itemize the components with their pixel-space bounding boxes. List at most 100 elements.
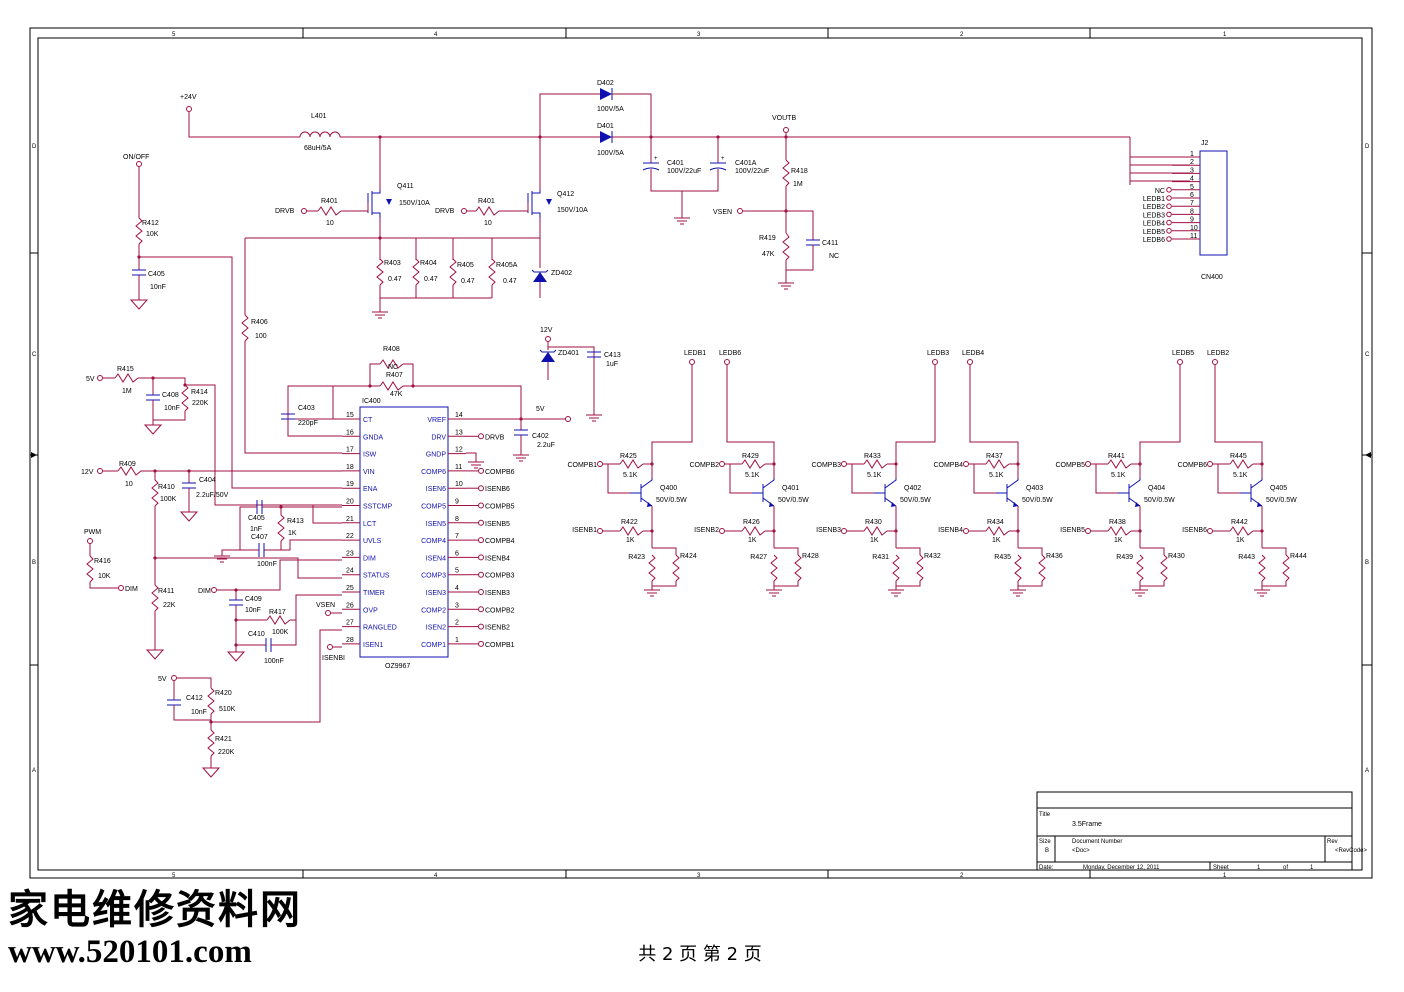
ic-pin-number: 28: [346, 637, 354, 644]
connector-pin-number: 2: [1190, 159, 1194, 166]
supply-24v-label: +24V: [180, 94, 197, 101]
ic-pin-number: 23: [346, 550, 354, 557]
resistor-r433: [863, 459, 888, 469]
c402-value: 2.2uF: [537, 442, 555, 449]
rev-value: <RevCode>: [1335, 848, 1368, 854]
r408-ref: R408: [383, 346, 400, 353]
row-marker-right: B: [1365, 560, 1369, 566]
led-net-label: LEDB1: [684, 350, 706, 357]
c401-ref: C401: [667, 160, 684, 167]
resistor-r443: [1258, 554, 1266, 582]
ic-pin-number: 25: [346, 585, 354, 592]
ground-symbol: [468, 461, 484, 469]
r415-value: 1M: [122, 388, 132, 395]
connector-pin-number: 8: [1190, 208, 1194, 215]
v12-label-2: 12V: [81, 469, 94, 476]
site-url: www.520101.com: [8, 934, 252, 970]
ic-pin-name: LCT: [363, 521, 377, 528]
connector-net-label: LEDB6: [1143, 237, 1165, 244]
resistor-r439: [1136, 554, 1144, 582]
r401b-value: 10: [484, 220, 492, 227]
dim-label-1: DIM: [125, 586, 138, 593]
mosfet-q412: [527, 190, 552, 218]
r410-ref: R410: [158, 484, 175, 491]
comp-net-label: COMPB4: [933, 462, 963, 469]
ic-pin-number: 7: [455, 533, 459, 540]
ground-symbol: [145, 649, 165, 660]
rb-ref: R430: [865, 519, 882, 526]
d402-value: 100V/5A: [597, 106, 624, 113]
ic-pin-name: ISEN4: [426, 555, 446, 562]
resistor-r410: [151, 479, 159, 507]
connector-net-label: LEDB1: [1143, 196, 1165, 203]
led-channel-1: LEDB1COMPB1R4255.1KQ40050V/0.5WISENB1R42…: [567, 350, 706, 597]
ic-pin-name: VIN: [363, 469, 375, 476]
ground-symbol: [143, 424, 163, 435]
ic-net-label: COMPB3: [485, 573, 515, 580]
zd401-ref: ZD401: [558, 350, 579, 357]
r421-ref: R421: [215, 736, 232, 743]
resistor-r413: [277, 514, 285, 542]
ic-pin-name: ISEN2: [426, 625, 446, 632]
c405b-value: 1nF: [250, 526, 262, 533]
resistor-r423: [648, 554, 656, 582]
diode-d401: [600, 131, 613, 143]
resistor-r409: [117, 466, 142, 476]
row-marker-left: C: [32, 352, 37, 358]
ic-pin-number: 10: [455, 481, 463, 488]
transistor-ref: Q401: [782, 485, 799, 492]
r409-ref: R409: [119, 461, 136, 468]
connector-pin-number: 3: [1190, 167, 1194, 174]
ic-net-label: COMPB5: [485, 504, 515, 511]
rc-ref: R441: [1108, 453, 1125, 460]
column-marker-top: 5: [172, 32, 176, 38]
q412-ref: Q412: [557, 191, 574, 198]
c408-ref: C408: [162, 392, 179, 399]
r414-value: 220K: [192, 400, 209, 407]
doc-number-value: <Doc>: [1072, 848, 1090, 854]
transistor-value: 50V/0.5W: [1144, 497, 1175, 504]
c404-ref: C404: [199, 477, 216, 484]
transistor-value: 50V/0.5W: [656, 497, 687, 504]
connector-net-label: LEDB5: [1143, 229, 1165, 236]
r417-ref: R417: [269, 609, 286, 616]
ic-pin-name: GNDA: [363, 434, 384, 441]
ic-net-label: COMPB2: [485, 607, 515, 614]
ic-pin-number: 21: [346, 516, 354, 523]
doc-number-label: Document Number: [1072, 839, 1122, 845]
title-label: Title: [1039, 812, 1051, 818]
isen-net-label: ISENB4: [938, 527, 963, 534]
ra-ref: R427: [750, 554, 767, 561]
resistor-r418: [782, 159, 790, 187]
r405-value: 0.47: [461, 278, 475, 285]
ic-pin-name: ISEN5: [426, 521, 446, 528]
zener-zd401: [539, 349, 557, 362]
r413-ref: R413: [287, 518, 304, 525]
comp-net-label: COMPB2: [689, 462, 719, 469]
resistor-r425: [619, 459, 644, 469]
led-channel-6: LEDB2COMPB6R4455.1KQ40550V/0.5WISENB6R44…: [1177, 350, 1307, 597]
drvb-label-2: DRVB: [435, 208, 455, 215]
c411-value: NC: [829, 253, 839, 260]
ic-pin-name: COMP2: [421, 607, 446, 614]
ic-net-label: DRVB: [485, 434, 505, 441]
c402-ref: C402: [532, 433, 549, 440]
c403-ref: C403: [298, 405, 315, 412]
q411-ref: Q411: [397, 183, 414, 190]
rd-ref: R436: [1046, 553, 1063, 560]
c405b-ref: C405: [248, 515, 265, 522]
row-marker-left: A: [32, 768, 36, 774]
r420-value: 510K: [219, 706, 236, 713]
sheet-label: Sheet: [1213, 865, 1229, 871]
c412-ref: C412: [186, 695, 203, 702]
zener-zd402: [531, 269, 549, 282]
ic-part: OZ9967: [385, 663, 410, 670]
rd-ref: R424: [680, 553, 697, 560]
ra-ref: R435: [994, 554, 1011, 561]
resistor-r437: [985, 459, 1010, 469]
ic-pin-number: 6: [455, 550, 459, 557]
rb-ref: R426: [743, 519, 760, 526]
ic-pin-name: ISW: [363, 452, 377, 459]
resistor-r442: [1229, 526, 1254, 536]
inductor-l401: [299, 131, 341, 138]
